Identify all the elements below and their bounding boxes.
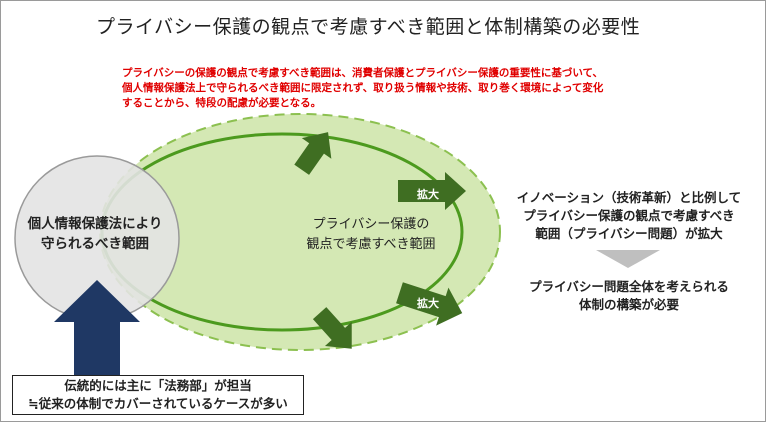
- law-label-line: 守られるべき範囲: [41, 236, 149, 252]
- expand-label-lower: 拡大: [417, 297, 439, 310]
- structure-text: プライバシー問題全体を考えられる 体制の構築が必要: [498, 278, 760, 314]
- note-line: プライバシーの保護の観点で考慮すべき範囲は、消費者保護とプライバシー保護の重要性…: [122, 67, 604, 79]
- center-label-line: プライバシー保護の: [312, 217, 430, 232]
- note-line: することから、特段の配慮が必要となる。: [122, 97, 322, 109]
- red-note: プライバシーの保護の観点で考慮すべき範囲は、消費者保護とプライバシー保護の重要性…: [122, 66, 662, 111]
- innovation-text: イノベーション（技術革新）と比例して プライバシー保護の観点で考慮すべき 範囲（…: [498, 189, 760, 243]
- expand-label-upper: 拡大: [417, 188, 439, 201]
- innovation-line: プライバシー保護の観点で考慮すべき: [523, 208, 735, 223]
- up-arrow: [54, 280, 140, 385]
- expand-arrow-right-upper: [398, 172, 466, 210]
- law-label-line: 個人情報保護法により: [27, 216, 163, 232]
- innovation-line: 範囲（プライバシー問題）が拡大: [535, 226, 723, 241]
- note-line: 個人情報保護法上で守られるべき範囲に限定されず、取り扱う情報や技術、取り巻く環境…: [122, 82, 604, 94]
- down-triangle-icon: [596, 250, 660, 268]
- expand-arrow-bottom: [312, 307, 352, 349]
- structure-line: 体制の構築が必要: [578, 297, 679, 312]
- slide-title: プライバシー保護の観点で考慮すべき範囲と体制構築の必要性: [96, 16, 641, 38]
- expand-arrow-right-lower: [396, 282, 463, 326]
- legal-box-line: ≒従来の体制でカバーされているケースが多い: [28, 396, 288, 411]
- law-scope-label: 個人情報保護法により 守られるべき範囲: [20, 214, 170, 254]
- structure-line: プライバシー問題全体を考えられる: [529, 279, 729, 294]
- innovation-line: イノベーション（技術革新）と比例して: [516, 190, 742, 205]
- expanded-scope-ellipse: [99, 113, 501, 351]
- privacy-scope-label: プライバシー保護の 観点で考慮すべき範囲: [286, 215, 456, 255]
- expand-arrow-top: [294, 132, 332, 175]
- legal-box-line: 伝統的には主に「法務部」が担当: [64, 378, 252, 393]
- legal-department-box: 伝統的には主に「法務部」が担当 ≒従来の体制でカバーされているケースが多い: [12, 375, 304, 415]
- center-label-line: 観点で考慮すべき範囲: [306, 237, 436, 252]
